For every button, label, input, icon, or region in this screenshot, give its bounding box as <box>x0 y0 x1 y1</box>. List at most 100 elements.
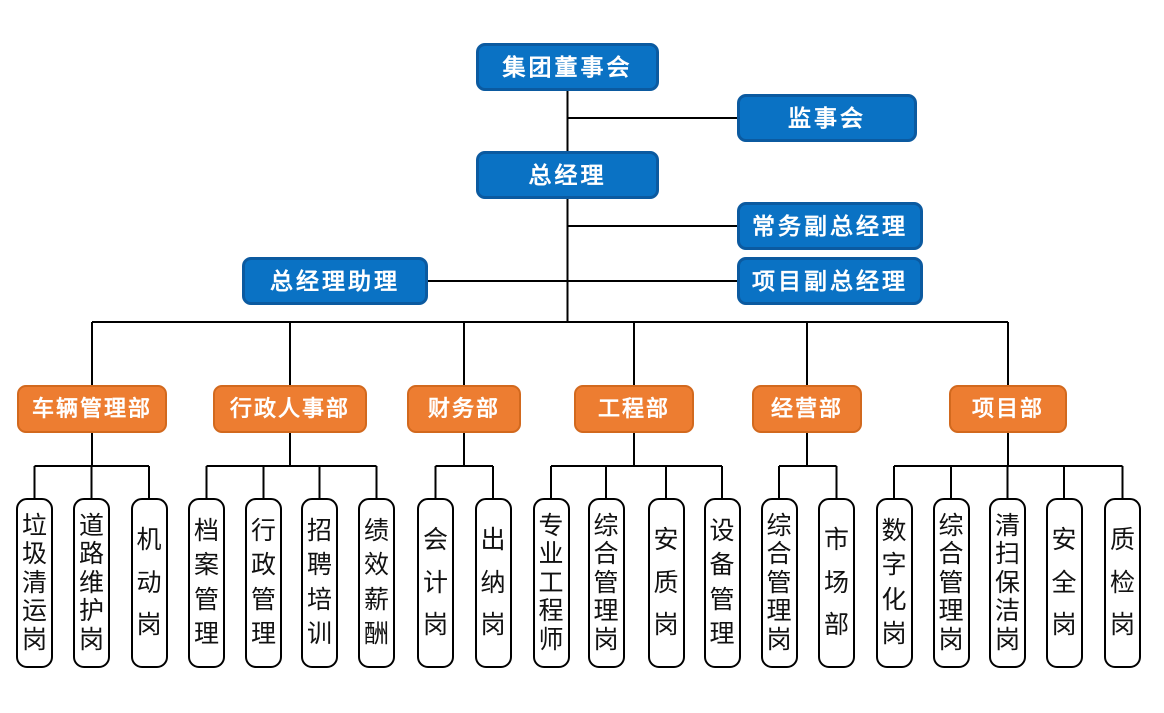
org-node-label-char: 理 <box>938 597 964 625</box>
org-node-p_dangan: 档案管理 <box>188 498 225 668</box>
org-node-label-char: 场 <box>823 568 849 597</box>
org-node-dept_engineering: 工程部 <box>574 385 694 433</box>
org-node-label-char: 理 <box>193 619 219 648</box>
org-node-p_kuaiji: 会计岗 <box>417 498 454 668</box>
org-node-label-char: 管 <box>593 568 619 597</box>
org-node-gm: 总经理 <box>476 151 659 199</box>
org-node-label-char: 设 <box>709 517 735 546</box>
org-node-board: 集团董事会 <box>476 43 659 91</box>
org-node-label-char: 护 <box>78 597 104 625</box>
org-node-label-char: 岗 <box>881 619 907 648</box>
org-node-label-char: 招 <box>306 517 332 546</box>
org-node-label-char: 师 <box>538 625 564 654</box>
org-node-label-char: 程 <box>538 597 564 625</box>
org-node-label-char: 综 <box>593 511 619 540</box>
org-node-label-char: 管 <box>250 585 276 614</box>
org-node-label-char: 薪 <box>363 585 389 614</box>
org-node-label-char: 岗 <box>136 611 162 640</box>
org-node-p_zhuanye: 专业工程师 <box>532 498 570 668</box>
org-node-p_chuna: 出纳岗 <box>474 498 512 668</box>
org-node-label-char: 管 <box>709 585 735 614</box>
org-node-label-char: 聘 <box>306 551 332 580</box>
org-node-label-char: 档 <box>193 517 219 546</box>
org-node-label-char: 综 <box>766 511 792 540</box>
org-node-p_jidong: 机动岗 <box>130 498 168 668</box>
org-node-exec_deputy_gm: 常务副总经理 <box>737 202 923 250</box>
org-node-dept_hr: 行政人事部 <box>213 385 367 433</box>
org-node-label-char: 道 <box>78 511 104 540</box>
org-node-label-char: 培 <box>306 585 332 614</box>
org-node-label-char: 酬 <box>363 619 389 648</box>
org-node-label-char: 岗 <box>766 625 792 654</box>
org-node-label-char: 行 <box>250 517 276 546</box>
org-node-label-char: 运 <box>21 597 47 625</box>
org-node-label-char: 理 <box>593 597 619 625</box>
org-node-label-char: 质 <box>653 568 679 597</box>
org-node-label-char: 计 <box>422 568 448 597</box>
org-node-project_deputy_gm: 项目副总经理 <box>737 257 923 305</box>
org-node-label-char: 综 <box>938 511 964 540</box>
org-node-p_laji: 垃圾清运岗 <box>16 498 53 668</box>
org-node-label-char: 安 <box>653 525 679 554</box>
org-node-label-char: 岗 <box>593 625 619 654</box>
org-node-label-char: 理 <box>766 597 792 625</box>
org-node-label-char: 合 <box>766 540 792 568</box>
org-node-label-char: 管 <box>766 568 792 597</box>
org-node-label-char: 质 <box>1109 525 1135 554</box>
org-node-label-char: 保 <box>994 568 1020 597</box>
org-node-label-char: 维 <box>78 568 104 597</box>
org-node-label-char: 理 <box>709 619 735 648</box>
org-node-label-char: 路 <box>78 540 104 568</box>
org-node-p_shuzihua: 数字化岗 <box>875 498 913 668</box>
org-node-p_zonghe_ops: 综合管理岗 <box>760 498 798 668</box>
org-node-label-char: 出 <box>480 525 506 554</box>
org-node-label-char: 部 <box>823 611 849 640</box>
org-node-p_anzhi: 安质岗 <box>647 498 685 668</box>
org-node-label-char: 专 <box>538 511 564 540</box>
org-node-label-char: 纳 <box>480 568 506 597</box>
org-node-label-char: 工 <box>538 568 564 597</box>
org-node-dept_project: 项目部 <box>949 385 1067 433</box>
org-node-dept_finance: 财务部 <box>407 385 521 433</box>
org-node-label-char: 岗 <box>78 625 104 654</box>
org-node-label-char: 垃 <box>21 511 47 540</box>
org-node-label-char: 政 <box>250 551 276 580</box>
org-node-label-char: 动 <box>136 568 162 597</box>
org-node-label-char: 管 <box>193 585 219 614</box>
org-node-p_zhaopin: 招聘培训 <box>301 498 338 668</box>
org-node-label-char: 岗 <box>938 625 964 654</box>
org-node-label-char: 案 <box>193 551 219 580</box>
org-node-p_shichang: 市场部 <box>818 498 855 668</box>
org-node-supervisory: 监事会 <box>737 94 917 142</box>
org-node-p_zonghe_proj: 综合管理岗 <box>932 498 970 668</box>
org-node-label-char: 合 <box>938 540 964 568</box>
org-node-label-char: 业 <box>538 540 564 568</box>
org-node-label-char: 理 <box>250 619 276 648</box>
org-node-label-char: 岗 <box>1051 611 1077 640</box>
org-node-p_anquan: 安全岗 <box>1045 498 1083 668</box>
org-node-label-char: 清 <box>994 511 1020 540</box>
org-node-label-char: 市 <box>823 525 849 554</box>
org-node-p_zhijian: 质检岗 <box>1104 498 1141 668</box>
org-node-label-char: 字 <box>881 551 907 580</box>
org-node-label-char: 安 <box>1051 525 1077 554</box>
org-node-p_shebei: 设备管理 <box>703 498 741 668</box>
org-node-label-char: 扫 <box>994 540 1020 568</box>
org-node-label-char: 洁 <box>994 597 1020 625</box>
org-node-label-char: 检 <box>1109 568 1135 597</box>
org-node-dept_vehicle: 车辆管理部 <box>17 385 167 433</box>
org-node-label-char: 管 <box>938 568 964 597</box>
org-node-label-char: 训 <box>306 619 332 648</box>
org-node-label-char: 数 <box>881 517 907 546</box>
org-node-label-char: 效 <box>363 551 389 580</box>
org-node-label-char: 圾 <box>21 540 47 568</box>
org-node-label-char: 机 <box>136 525 162 554</box>
org-node-label-char: 化 <box>881 585 907 614</box>
org-node-label-char: 清 <box>21 568 47 597</box>
org-node-p_qingsao: 清扫保洁岗 <box>989 498 1026 668</box>
org-node-label-char: 合 <box>593 540 619 568</box>
org-node-label-char: 全 <box>1051 568 1077 597</box>
org-node-label-char: 岗 <box>422 611 448 640</box>
org-node-label-char: 岗 <box>653 611 679 640</box>
org-node-label-char: 绩 <box>363 517 389 546</box>
